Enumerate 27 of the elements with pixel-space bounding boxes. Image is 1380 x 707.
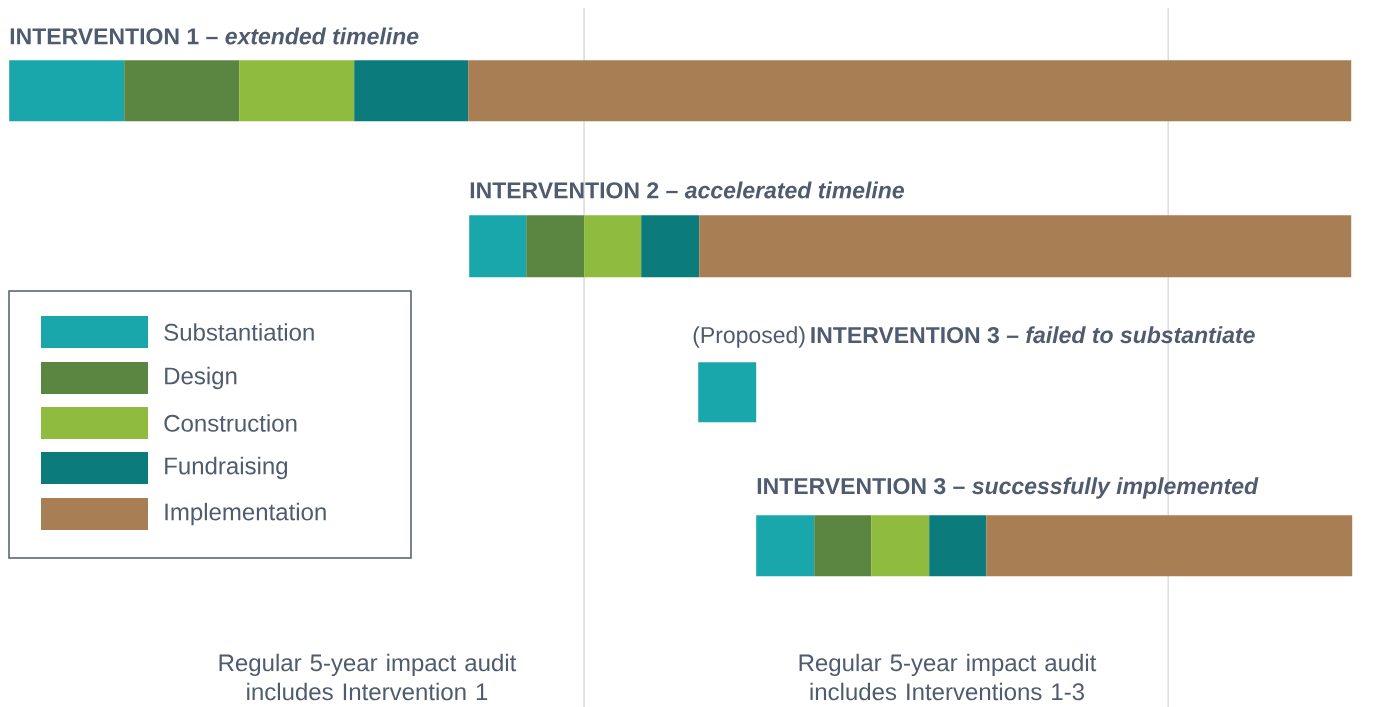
timeline-segment — [124, 60, 240, 122]
timeline-segment — [699, 215, 1352, 278]
intervention-heading: INTERVENTION 2 – accelerated timeline — [470, 181, 904, 199]
timeline-segment — [468, 60, 1352, 122]
intervention-heading: (Proposed) INTERVENTION 3 – failed to substantiate — [693, 326, 1255, 348]
note-text: Regular 5-year impact audit includes Interventions 1-3 — [799, 653, 1097, 701]
timeline-segment — [239, 60, 355, 122]
timeline-segment — [354, 60, 469, 122]
legend-label: Construction — [164, 414, 297, 432]
legend-label: Fundraising — [165, 456, 288, 480]
legend-label: Implementation — [165, 502, 326, 526]
timeline-segment — [698, 362, 757, 423]
timeline-segment — [814, 515, 872, 577]
intervention-heading: INTERVENTION 1 – extended timeline — [10, 27, 419, 45]
legend-label: Design — [165, 366, 237, 390]
timeline-segment — [756, 515, 815, 577]
intervention-heading: INTERVENTION 3 – successfully implemented — [757, 477, 1259, 499]
timeline-segment — [986, 515, 1353, 577]
legend-label: Substantiation — [164, 323, 314, 341]
timeline-segment — [871, 515, 930, 577]
timeline-segment — [641, 215, 700, 278]
timeline-segment — [9, 60, 125, 122]
timeline-segment — [929, 515, 987, 577]
timeline-segment — [526, 215, 585, 278]
note-text: Regular 5-year impact audit includes Intervention 1 — [219, 653, 517, 701]
timeline-segment — [469, 215, 527, 278]
timeline-segment — [584, 215, 642, 278]
